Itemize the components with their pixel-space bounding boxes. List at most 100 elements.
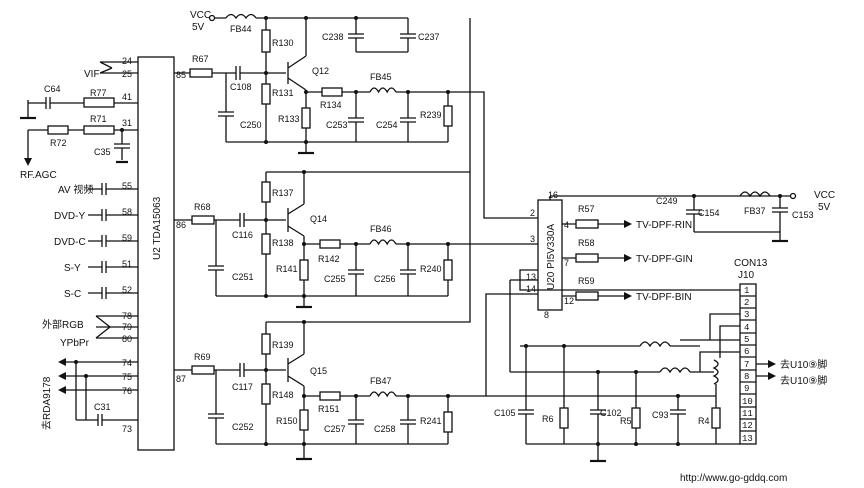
j10-pin: 12: [742, 421, 753, 431]
u2-pin: 74: [122, 358, 132, 368]
stage-q15: R69 C117 R139 R148 Q15 R150 C252 R151 FB…: [174, 172, 530, 461]
top-supply: VCC 5V FB44 C238 C237: [190, 10, 440, 53]
watermark: http://www.go-gddq.com: [680, 473, 787, 484]
u2-pin: 58: [122, 207, 132, 217]
u2-pin: 25: [122, 69, 132, 79]
dpf-outputs: R57 TV-DPF-RIN R58 TV-DPF-GIN R59 TV-DPF…: [562, 204, 693, 303]
u20-pin: 16: [548, 190, 558, 200]
r134-label: R134: [320, 100, 342, 110]
u2-pin: 87: [176, 374, 186, 384]
j10-pin: 9: [744, 384, 749, 394]
u2-pin: 76: [122, 386, 132, 396]
u20-pin: 4: [564, 220, 569, 230]
c238-label: C238: [322, 32, 344, 42]
c256-label: C256: [374, 274, 396, 284]
u2-pin: 52: [122, 285, 132, 295]
j10-pin: 11: [742, 409, 753, 419]
c257-label: C257: [324, 424, 346, 434]
j10-pin: 13: [742, 434, 753, 444]
r68-label: R68: [194, 202, 211, 212]
u2-pin: 59: [122, 233, 132, 243]
c255-label: C255: [324, 274, 346, 284]
label-s-y: S-Y: [64, 263, 81, 274]
u20-pin: 7: [564, 258, 569, 268]
c116-label: C116: [232, 230, 253, 240]
r67-label: R67: [192, 54, 209, 64]
r151-label: R151: [318, 404, 340, 414]
u2-pin: 75: [122, 372, 132, 382]
r148-label: R148: [272, 390, 294, 400]
r150-label: R150: [276, 416, 298, 426]
label-dvd-c: DVD-C: [54, 237, 86, 248]
u2-pin: 86: [176, 220, 186, 230]
u2-pin: 24: [122, 56, 132, 66]
j10-pin: 6: [744, 347, 749, 357]
r6-label: R6: [542, 414, 554, 424]
fb46-label: FB46: [370, 224, 392, 234]
label-vif: VIF: [84, 69, 100, 80]
c154-label: C154: [698, 208, 720, 218]
r130-label: R130: [272, 38, 294, 48]
r77-label: R77: [90, 88, 107, 98]
r72-label: R72: [50, 138, 67, 148]
r4-label: R4: [698, 416, 710, 426]
r139-label: R139: [272, 340, 294, 350]
j10-pin: 8: [744, 372, 749, 382]
termination-network: C105 R6 C102 R5 C93 R4: [486, 269, 740, 463]
vcc-right-v: 5V: [818, 202, 831, 213]
r131-label: R131: [272, 88, 294, 98]
c108-label: C108: [230, 82, 252, 92]
vcc-top-v: 5V: [192, 22, 205, 33]
vcc-top: VCC: [190, 10, 211, 21]
r69-label: R69: [194, 352, 211, 362]
ic-u20: U20 PI5V330A 16 2 4 3 7 13 14 12 8: [509, 190, 790, 372]
stage-q14: R68 C116 R137 R138 Q14 R141 C251 R142 FB…: [174, 18, 530, 309]
left-inputs: VIF C64 R77 R71 R72 RF.AGC C35 AV 视频 DVD…: [20, 61, 138, 430]
label-rf-agc: RF.AGC: [20, 170, 57, 181]
c249-label: C249: [656, 196, 678, 206]
u20-label: U20 PI5V330A: [546, 224, 557, 290]
u2-pin: 31: [122, 118, 132, 128]
c105-label: C105: [494, 408, 516, 418]
fb44-label: FB44: [230, 24, 252, 34]
c237-label: C237: [418, 32, 440, 42]
u2-pin: 51: [122, 259, 132, 269]
u2-pin: 73: [122, 424, 132, 434]
u20-pin: 12: [564, 296, 574, 306]
u20-pin: 14: [526, 284, 536, 294]
c31-label: C31: [94, 402, 111, 412]
j10-pin: 4: [744, 323, 749, 333]
fb47-label: FB47: [370, 376, 392, 386]
c35-label: C35: [94, 147, 111, 157]
out-rin: TV-DPF-RIN: [636, 220, 692, 231]
connector-name: CON13: [734, 258, 768, 269]
r141-label: R141: [276, 264, 298, 274]
j10-pin: 5: [744, 335, 749, 345]
c153-label: C153: [792, 210, 814, 220]
c250-label: C250: [240, 120, 262, 130]
ic-u2: U2 TDA15063 24 25 41 31 55 58 59 51 52 7…: [122, 56, 186, 451]
r138-label: R138: [272, 238, 294, 248]
c64-label: C64: [44, 84, 61, 94]
r239-label: R239: [420, 110, 442, 120]
c102-label: C102: [600, 408, 622, 418]
q14-label: Q14: [310, 214, 327, 224]
r137-label: R137: [272, 188, 294, 198]
u2-pin: 55: [122, 181, 132, 191]
c252-label: C252: [232, 422, 254, 432]
note-u10-a: 去U10⑨脚: [780, 358, 827, 371]
q15-label: Q15: [310, 366, 327, 376]
fb37-label: FB37: [744, 206, 766, 216]
c117-label: C117: [232, 382, 253, 392]
u20-pin: 8: [544, 310, 549, 320]
u2-pin: 80: [122, 334, 132, 344]
r241-label: R241: [420, 416, 442, 426]
q12-label: Q12: [312, 66, 329, 76]
c251-label: C251: [232, 272, 254, 282]
u2-label: U2 TDA15063: [152, 196, 163, 260]
label-to-bs: 去RDA9178: [41, 376, 53, 430]
label-dvd-y: DVD-Y: [54, 211, 85, 222]
right-supply: C249 C154 FB37 C153 VCC 5V: [656, 190, 835, 243]
j10-pin: 3: [744, 310, 749, 320]
